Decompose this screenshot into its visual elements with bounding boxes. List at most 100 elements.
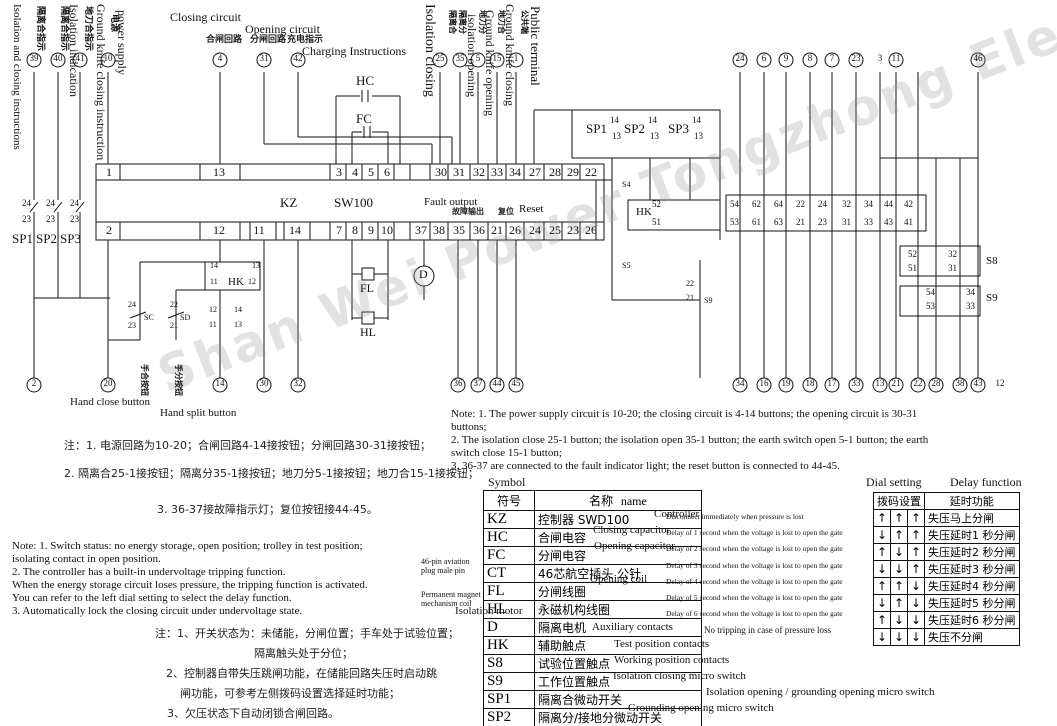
bottom-terminal-number: 14 bbox=[215, 378, 225, 388]
top-terminal-number: 6 bbox=[761, 53, 767, 63]
contact-bottom: 31 bbox=[842, 217, 851, 227]
sp-contact-top: 24 bbox=[22, 198, 31, 208]
controller-bottom-pin: 24 bbox=[529, 223, 541, 237]
controller-top-pin: 31 bbox=[453, 165, 465, 179]
controller-bottom-pin: 25 bbox=[549, 223, 561, 237]
delay-header: 延时功能 bbox=[924, 492, 1020, 510]
symbol-code: D bbox=[483, 618, 535, 637]
symbol-name-cn: 隔离电机 bbox=[534, 618, 702, 637]
s9b-label: S9 bbox=[704, 296, 713, 305]
note-en-bottom-line: 2. The controller has a built-in undervo… bbox=[12, 566, 286, 578]
dip-switch-arrow: ↓ bbox=[890, 543, 908, 561]
dip-switch-arrow: ↓ bbox=[890, 611, 908, 629]
controller-top-pin: 1 bbox=[106, 165, 112, 179]
hk-contact-bottom: 51 bbox=[652, 217, 661, 227]
symbol-code: KZ bbox=[483, 510, 535, 529]
dial-english-note: Disconnect immediately when pressure is … bbox=[666, 512, 804, 521]
hk2-label: HK bbox=[636, 206, 652, 218]
bottom-terminal-number: 34 bbox=[735, 378, 745, 388]
top-terminal-number: 1 bbox=[513, 53, 519, 63]
sc-label: SC bbox=[144, 313, 154, 322]
dip-switch-arrow: ↑ bbox=[873, 509, 891, 527]
contact-top: 64 bbox=[774, 199, 783, 209]
symbol-name-en: Isolation closing micro switch bbox=[613, 670, 746, 682]
dip-switch-arrow: ↓ bbox=[907, 577, 925, 595]
note-cn-bottom-line: 2、控制器自带失压跳闸功能，在储能回路失压时启动跳 bbox=[166, 667, 437, 680]
controller-top-pin: 28 bbox=[549, 165, 561, 179]
symbol-title: Symbol bbox=[488, 475, 526, 489]
dip-switch-arrow: ↑ bbox=[907, 509, 925, 527]
note-en-bottom-line: You can refer to the left dial setting t… bbox=[12, 592, 292, 604]
sd-label: SD bbox=[180, 313, 191, 322]
s9-small-pin: 22 bbox=[686, 279, 694, 288]
top-terminal-number: 11 bbox=[891, 53, 901, 63]
label-cn-b: 隔离合指示 bbox=[59, 6, 69, 52]
hand-close-button-label: Hand close button bbox=[70, 396, 151, 408]
label-cn-t2: 隔离分 bbox=[458, 10, 467, 34]
bottom-terminal-number: 43 bbox=[973, 378, 983, 388]
dip-switch-arrow: ↓ bbox=[873, 526, 891, 544]
fl-label: FL bbox=[360, 281, 375, 295]
bottom-terminal-number: 30 bbox=[259, 378, 269, 388]
controller-top-pin: 34 bbox=[509, 165, 521, 179]
note-cn-bottom-line: 隔离触头处于分位； bbox=[254, 647, 353, 660]
top-terminal-number: 4 bbox=[217, 53, 223, 63]
symbol-code: S8 bbox=[483, 654, 535, 673]
s9-contact-top: 54 bbox=[926, 287, 935, 297]
contact-bottom: 61 bbox=[752, 217, 761, 227]
symbol-name-en: Closing capacitor bbox=[593, 524, 671, 537]
bottom-terminal-number: 13 bbox=[875, 378, 885, 388]
hk-contact-top: 52 bbox=[652, 199, 661, 209]
contact-bottom: 41 bbox=[904, 217, 913, 227]
bottom-terminal-number: 36 bbox=[453, 378, 463, 388]
controller-bottom-pin: 9 bbox=[368, 223, 374, 237]
symbol-name-en: Opening capacitor bbox=[594, 540, 675, 553]
controller-bottom-pin: 26 bbox=[585, 223, 597, 237]
dial-header: 拨码设置 bbox=[873, 492, 925, 510]
label-isolation-opening: isolation opening bbox=[465, 14, 479, 97]
fault-output-label: Fault output bbox=[424, 196, 478, 208]
sp-box-contact-bottom: 13 bbox=[694, 131, 703, 141]
s8-contact-top: 32 bbox=[948, 249, 957, 259]
note-cn-top-line: 2. 隔离合25-1接按钮；隔离分35-1接按钮；地刀分5-1接按钮；地刀合15… bbox=[64, 467, 479, 480]
s8-small-pin: 13 bbox=[234, 320, 242, 329]
dip-switch-arrow: ↑ bbox=[907, 560, 925, 578]
bottom-terminal-number: 19 bbox=[781, 378, 791, 388]
bottom-terminal-number: 2 bbox=[31, 378, 37, 388]
bottom-terminal-number: 20 bbox=[103, 378, 113, 388]
dip-switch-arrow: ↓ bbox=[873, 628, 891, 646]
top-terminal-number: 25 bbox=[435, 53, 445, 63]
sp-contact-bottom: 23 bbox=[22, 214, 31, 224]
sp-box-contact-top: 14 bbox=[692, 115, 701, 125]
sp-box-contact-bottom: 13 bbox=[612, 131, 621, 141]
dip-switch-arrow: ↓ bbox=[873, 594, 891, 612]
label-isolation-closing-instructions: Isolation and closing instructions bbox=[11, 4, 23, 150]
controller-bottom-pin: 23 bbox=[567, 223, 579, 237]
note-en-top-line: switch close 15-1 button; bbox=[451, 447, 562, 459]
top-terminal-number: 23 bbox=[851, 53, 861, 63]
contact-bottom: 53 bbox=[730, 217, 739, 227]
controller-top-pin: 22 bbox=[585, 165, 597, 179]
label-cn-t5: 公共端 bbox=[520, 10, 529, 34]
sp-label: SP3 bbox=[60, 231, 81, 246]
s8-small-pin: 11 bbox=[209, 320, 217, 329]
contact-bottom: 43 bbox=[884, 217, 893, 227]
controller-bottom-pin: 26 bbox=[509, 223, 521, 237]
s4-label: S4 bbox=[622, 180, 631, 189]
symbol-name-en: Controller bbox=[654, 508, 700, 520]
controller-top-pin: 3 bbox=[336, 165, 342, 179]
note-cn-bottom-line: 3、欠压状态下自动闭锁合闸回路。 bbox=[167, 707, 339, 720]
top-terminal-number: 8 bbox=[807, 53, 813, 63]
hk-small-pin: 14 bbox=[210, 261, 218, 270]
dial-row: ↑↓↑失压延时2 秒分闸 bbox=[873, 543, 1020, 561]
delay-function: 失压延时1 秒分闸 bbox=[924, 526, 1020, 544]
controller-top-pin: 27 bbox=[529, 165, 541, 179]
hand-close-cn: 手合按钮 bbox=[140, 364, 149, 396]
contact-bottom: 21 bbox=[796, 217, 805, 227]
symbol-name-en: Isolation opening / grounding opening mi… bbox=[706, 686, 935, 699]
